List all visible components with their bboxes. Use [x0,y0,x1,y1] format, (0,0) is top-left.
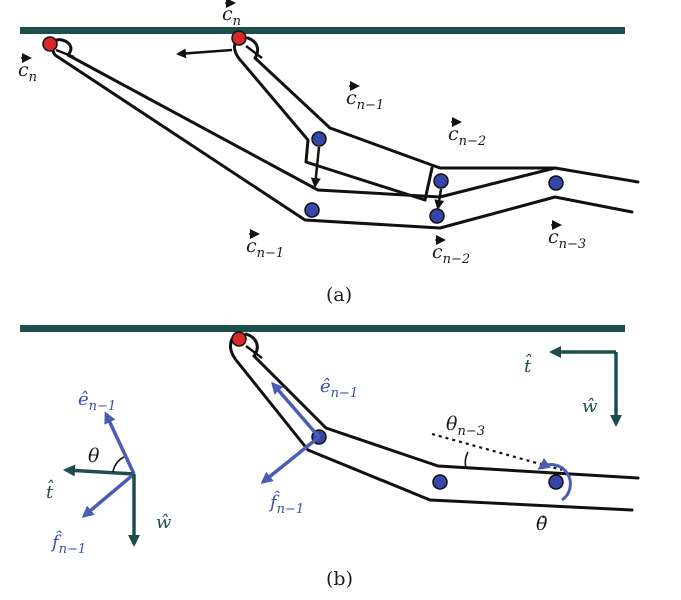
node-b-n2 [432,474,448,490]
label-c-n-left: cn [18,53,37,85]
label-c-n2-lower: cn−2 [432,235,470,267]
caption-a: (a) [326,284,352,306]
svg-text:cn−2: cn−2 [448,123,486,149]
arrow-n1-down [310,146,321,188]
legend-e-hat-label: ên−1 [78,389,116,414]
arm-e-hat-label: ên−1 [320,376,358,401]
legend-e-hat-arrow [104,411,136,475]
theta-n3-label: θn−3 [446,413,485,439]
node-a-c-n2-upper [433,173,449,189]
wall-b [20,325,625,332]
legend-f-hat-label: f̂n−1 [50,530,86,557]
anchor-node-a-left [42,36,58,52]
panel-a: cn cn cn−1 cn−2 cn−1 cn−2 cn−3 (a) [18,0,640,306]
anchor-notch-b [245,345,263,359]
corner-t-hat-label: t̂ [524,352,532,377]
anchor-notch-a-left [55,48,75,59]
anchor-node-a-top [231,30,247,46]
theta-n3-reference-line [431,432,563,472]
arm-f-hat-arrow [260,435,321,484]
arm-e-hat-arrow [271,381,321,439]
anchor-notch-a-top [245,45,263,59]
theta-dot-label: θ̇ [536,513,548,535]
arrow-n2-down [434,188,445,210]
label-c-n2-upper: cn−2 [448,117,486,149]
svg-text:cn: cn [222,3,241,29]
node-a-c-n3 [548,175,564,191]
wall-a [20,27,625,34]
legend-t-hat-arrow [63,464,135,477]
arm-f-hat-label: f̂n−1 [268,490,304,517]
legend-w-hat-label: ŵ [156,512,172,533]
node-b-n3 [548,474,564,490]
anchor-node-b [231,331,247,347]
chain-upper-outline-left [233,38,434,202]
legend-t-hat-label: t̂ [46,478,54,503]
arrow-top-left [176,48,233,59]
chain-lower-outline-top [60,38,640,199]
legend-f-hat-arrow [81,472,136,518]
svg-text:cn: cn [18,59,37,85]
theta-n3-arc [464,451,469,469]
corner-w-hat-label: ŵ [582,396,598,417]
label-c-n-top: cn [222,0,241,29]
label-c-n1-lower: cn−1 [246,229,284,261]
node-a-c-n2-lower [429,208,445,224]
svg-text:cn−1: cn−1 [346,87,384,113]
chain-upper-outline-right [246,36,557,170]
svg-text:cn−1: cn−1 [246,235,284,261]
legend-theta-arc [112,456,125,473]
svg-text:cn−2: cn−2 [432,241,470,267]
rotation-arc [537,457,572,502]
label-c-n1-upper: cn−1 [346,81,384,113]
node-a-c-n1-lower [304,202,320,218]
chain-b-outline-top [244,332,640,480]
label-c-n3: cn−3 [548,220,586,252]
caption-b: (b) [326,568,353,590]
legend-frame: ên−1 θ t̂ f̂n−1 ŵ [46,389,172,557]
node-a-c-n1-upper [311,131,327,147]
svg-text:cn−3: cn−3 [548,226,586,252]
legend-theta-label: θ [88,445,100,467]
panel-b: ên−1 θ t̂ f̂n−1 ŵ ên−1 f̂n−1 θn−3 θ̇ t̂ … [20,325,640,590]
